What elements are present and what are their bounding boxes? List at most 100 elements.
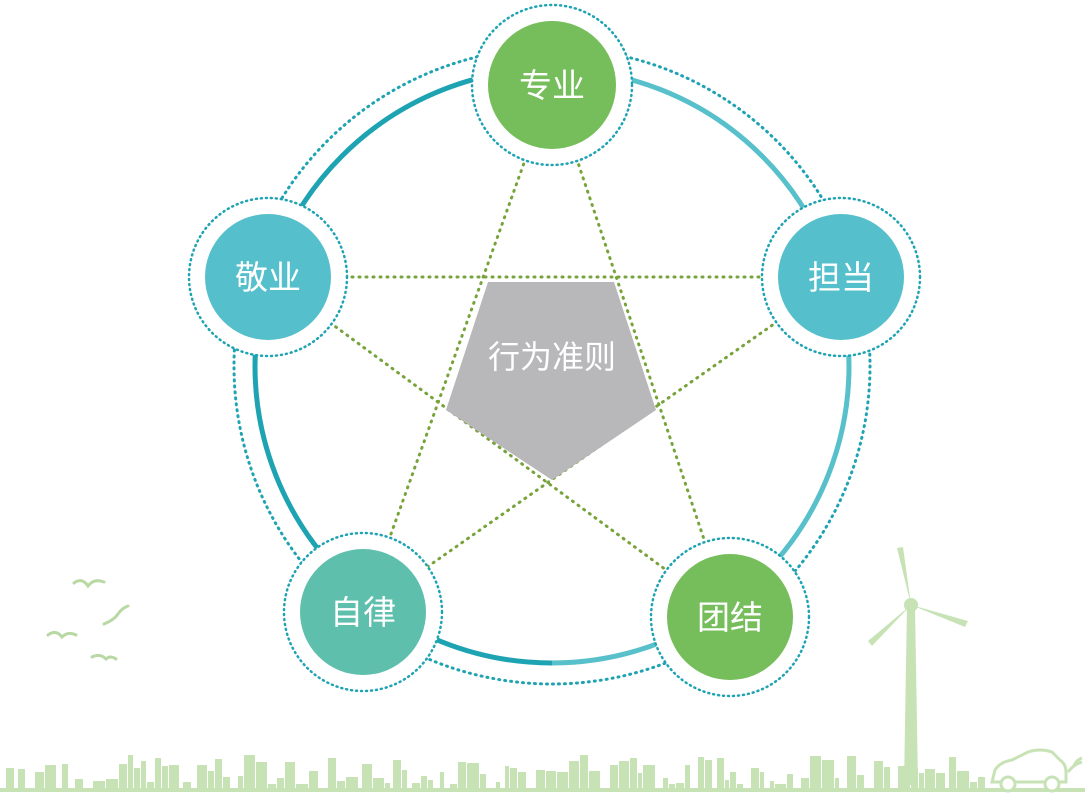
skyline-building bbox=[215, 759, 222, 792]
skyline-building bbox=[911, 768, 918, 792]
skyline-building bbox=[45, 765, 56, 792]
skyline-building bbox=[546, 771, 556, 792]
skyline-building bbox=[373, 778, 384, 792]
skyline-building bbox=[6, 768, 14, 792]
skyline-building bbox=[147, 782, 154, 792]
wind-turbine-icon bbox=[868, 547, 968, 785]
skyline-building bbox=[698, 757, 704, 792]
node-circle bbox=[205, 214, 331, 340]
skyline-building bbox=[557, 772, 568, 792]
center-label: 行为准则 bbox=[488, 338, 616, 376]
node-right[interactable]: 担当 bbox=[760, 196, 922, 358]
skyline-building bbox=[244, 755, 255, 792]
skyline-building bbox=[428, 780, 433, 792]
node-top[interactable]: 专业 bbox=[470, 3, 634, 167]
skyline-building bbox=[978, 777, 985, 792]
star-line bbox=[361, 83, 554, 614]
skyline-building bbox=[730, 772, 736, 792]
skyline-building bbox=[638, 773, 642, 792]
skyline-building bbox=[197, 765, 207, 792]
skyline-building bbox=[957, 771, 969, 792]
skyline-building bbox=[643, 765, 655, 792]
bird-icon bbox=[102, 604, 130, 626]
skyline-building bbox=[717, 758, 724, 792]
skyline-building bbox=[510, 768, 517, 792]
car-body bbox=[990, 748, 1068, 784]
skyline-building bbox=[93, 781, 105, 792]
skyline-building bbox=[155, 758, 161, 792]
skyline-building bbox=[685, 765, 690, 792]
skyline-building bbox=[569, 761, 579, 792]
skyline-building bbox=[467, 763, 479, 792]
skyline-building bbox=[285, 762, 295, 792]
node-circle bbox=[300, 549, 426, 675]
skyline-building bbox=[458, 762, 466, 792]
center-pentagon bbox=[446, 282, 656, 480]
skyline-building bbox=[787, 774, 793, 792]
skyline-building bbox=[676, 783, 684, 792]
skyline-building bbox=[362, 764, 372, 792]
turbine-tower bbox=[904, 605, 918, 785]
skyline-building bbox=[919, 773, 924, 792]
skyline-building bbox=[580, 755, 588, 792]
skyline-building bbox=[536, 770, 545, 792]
turbine-blade bbox=[897, 547, 911, 605]
skyline-building bbox=[35, 772, 44, 792]
skyline-building bbox=[835, 778, 839, 792]
skyline-building bbox=[337, 781, 345, 792]
skyline-building bbox=[630, 758, 637, 792]
skyline-building bbox=[62, 764, 68, 792]
node-label: 团结 bbox=[697, 598, 763, 637]
skyline-building bbox=[412, 783, 420, 792]
node-label: 敬业 bbox=[235, 258, 301, 297]
car-wheel bbox=[999, 775, 1017, 793]
skyline-building bbox=[119, 764, 127, 792]
skyline-building bbox=[208, 771, 214, 792]
skyline-building bbox=[770, 781, 774, 792]
node-bottom-left[interactable]: 自律 bbox=[282, 531, 444, 693]
skyline-building bbox=[857, 775, 864, 792]
skyline-building bbox=[705, 760, 712, 792]
skyline-building bbox=[898, 766, 910, 792]
plant-icon bbox=[1066, 756, 1083, 773]
star-line bbox=[266, 275, 732, 619]
car-icon bbox=[990, 748, 1083, 793]
skyline-building bbox=[393, 760, 401, 792]
skyline-building bbox=[162, 766, 168, 792]
skyline-building bbox=[440, 772, 444, 792]
bird-icon bbox=[72, 579, 106, 589]
skyline-building bbox=[183, 782, 191, 792]
turbine-hub bbox=[904, 598, 918, 612]
node-label: 自律 bbox=[330, 593, 396, 632]
node-label: 专业 bbox=[519, 66, 585, 105]
skyline-building bbox=[277, 778, 284, 792]
skyline-building bbox=[518, 772, 526, 792]
car-wheel bbox=[1043, 775, 1061, 793]
skyline-building bbox=[18, 769, 25, 792]
skyline-building bbox=[328, 758, 336, 792]
skyline-building bbox=[75, 779, 83, 792]
skyline-building bbox=[760, 772, 764, 792]
node-left[interactable]: 敬业 bbox=[187, 196, 349, 358]
ground-line bbox=[0, 788, 1085, 792]
skyline-building bbox=[496, 782, 500, 792]
skyline-building bbox=[141, 761, 146, 792]
skyline-building bbox=[949, 757, 956, 792]
skyline-building bbox=[134, 768, 140, 792]
skyline-building bbox=[936, 773, 945, 792]
skyline-building bbox=[256, 762, 267, 792]
bird-icon bbox=[90, 653, 118, 662]
skyline-building bbox=[480, 774, 486, 792]
skyline-building bbox=[309, 771, 318, 792]
skyline-building bbox=[801, 778, 809, 792]
skyline-building bbox=[505, 766, 509, 792]
turbine-blade bbox=[868, 605, 911, 646]
skyline-building bbox=[619, 761, 629, 792]
skyline-building bbox=[970, 782, 977, 792]
skyline-building bbox=[810, 756, 821, 792]
skyline-building bbox=[402, 770, 407, 792]
skyline-building bbox=[610, 765, 618, 792]
node-bottom-right[interactable]: 团结 bbox=[649, 536, 811, 698]
skyline-building bbox=[128, 755, 133, 792]
